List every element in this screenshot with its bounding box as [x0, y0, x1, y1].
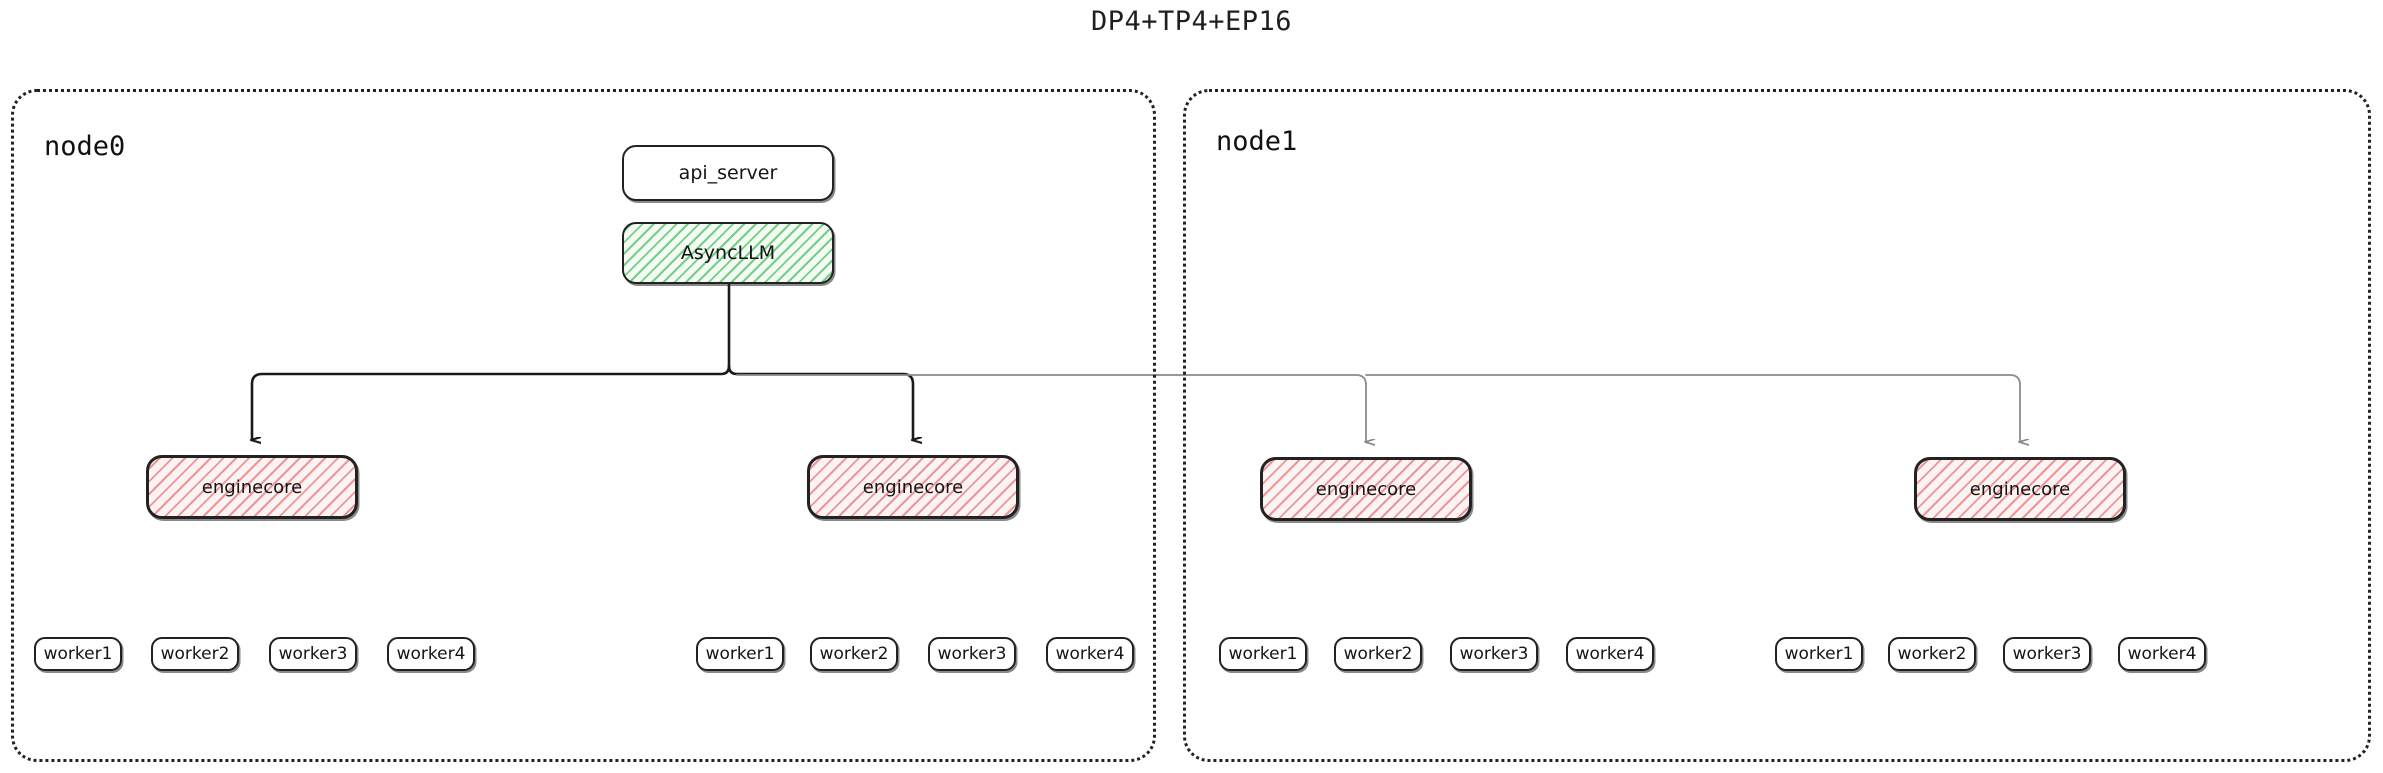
worker-label: worker3	[937, 644, 1007, 664]
worker-label: worker4	[2127, 644, 2197, 664]
worker-label: worker2	[1343, 644, 1413, 664]
enginecore-box-node1-1[interactable]: enginecore	[1260, 457, 1472, 521]
worker-box-node0-2-4[interactable]: worker4	[1046, 637, 1134, 671]
worker-box-node1-1-4[interactable]: worker4	[1566, 637, 1654, 671]
node-container-node1	[1183, 89, 2371, 762]
node-label-node1: node1	[1216, 126, 1298, 157]
worker-box-node0-1-4[interactable]: worker4	[387, 637, 475, 671]
api-server-label: api_server	[678, 162, 778, 184]
worker-label: worker3	[1459, 644, 1529, 664]
worker-label: worker4	[396, 644, 466, 664]
node-label-node0: node0	[44, 131, 126, 162]
worker-box-node1-1-1[interactable]: worker1	[1219, 637, 1307, 671]
enginecore-label: enginecore	[862, 476, 964, 498]
worker-label: worker3	[2012, 644, 2082, 664]
asyncllm-label: AsyncLLM	[680, 242, 776, 264]
worker-label: worker1	[1784, 644, 1854, 664]
enginecore-label: enginecore	[201, 476, 303, 498]
worker-box-node1-2-3[interactable]: worker3	[2003, 637, 2091, 671]
worker-label: worker2	[819, 644, 889, 664]
asyncllm-box[interactable]: AsyncLLM	[622, 222, 834, 284]
worker-box-node0-2-1[interactable]: worker1	[696, 637, 784, 671]
enginecore-box-node0-1[interactable]: enginecore	[146, 455, 358, 519]
worker-label: worker1	[43, 644, 113, 664]
enginecore-label: enginecore	[1315, 478, 1417, 500]
worker-label: worker2	[160, 644, 230, 664]
worker-box-node0-1-1[interactable]: worker1	[34, 637, 122, 671]
enginecore-label: enginecore	[1969, 478, 2071, 500]
worker-box-node0-2-2[interactable]: worker2	[810, 637, 898, 671]
worker-label: worker1	[1228, 644, 1298, 664]
page-title: DP4+TP4+EP16	[1090, 6, 1293, 37]
worker-box-node1-2-1[interactable]: worker1	[1775, 637, 1863, 671]
node-container-node0	[11, 89, 1156, 762]
worker-box-node0-1-3[interactable]: worker3	[269, 637, 357, 671]
enginecore-box-node0-2[interactable]: enginecore	[807, 455, 1019, 519]
worker-box-node1-2-2[interactable]: worker2	[1888, 637, 1976, 671]
enginecore-box-node1-2[interactable]: enginecore	[1914, 457, 2126, 521]
worker-label: worker3	[278, 644, 348, 664]
worker-label: worker1	[705, 644, 775, 664]
worker-label: worker4	[1055, 644, 1125, 664]
api-server-box[interactable]: api_server	[622, 145, 834, 201]
worker-box-node1-1-3[interactable]: worker3	[1450, 637, 1538, 671]
worker-box-node1-2-4[interactable]: worker4	[2118, 637, 2206, 671]
worker-box-node1-1-2[interactable]: worker2	[1334, 637, 1422, 671]
worker-box-node0-2-3[interactable]: worker3	[928, 637, 1016, 671]
worker-label: worker4	[1575, 644, 1645, 664]
worker-box-node0-1-2[interactable]: worker2	[151, 637, 239, 671]
worker-label: worker2	[1897, 644, 1967, 664]
